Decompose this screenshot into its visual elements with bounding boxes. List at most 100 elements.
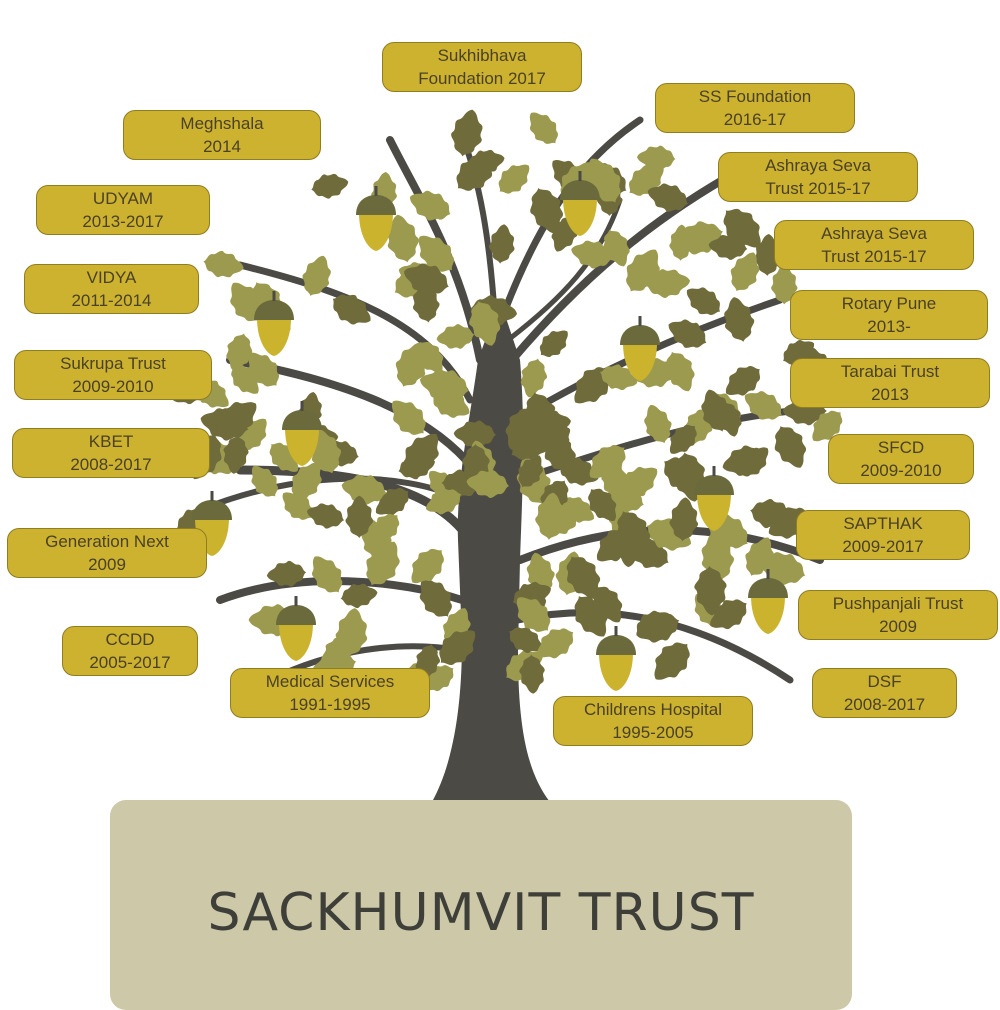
oak-leaf-icon <box>340 583 378 609</box>
oak-leaf-icon <box>710 599 747 630</box>
label-sfcd: SFCD 2009-2010 <box>828 434 974 484</box>
oak-leaf-icon <box>226 333 253 372</box>
label-dsf: DSF 2008-2017 <box>812 668 957 718</box>
oak-leaf-icon <box>370 513 400 544</box>
label-ss-foundation: SS Foundation 2016-17 <box>655 83 855 133</box>
oak-leaf-icon <box>669 424 697 454</box>
oak-leaves <box>169 109 843 706</box>
oak-leaf-icon <box>419 578 452 617</box>
oak-leaf-icon <box>600 364 638 391</box>
label-sapthak: SAPTHAK 2009-2017 <box>796 510 970 560</box>
oak-leaf-icon <box>307 503 345 529</box>
oak-leaf-icon <box>644 404 672 444</box>
oak-leaf-icon <box>453 420 497 449</box>
oak-leaf-icon <box>387 214 419 263</box>
oak-leaf-icon <box>668 319 707 348</box>
label-kbet: KBET 2008-2017 <box>12 428 210 478</box>
label-medical-services: Medical Services 1991-1995 <box>230 668 430 718</box>
oak-leaf-icon <box>469 301 501 346</box>
acorn-icon <box>694 466 734 531</box>
oak-leaf-icon <box>311 173 349 199</box>
label-generation-next: Generation Next 2009 <box>7 528 207 578</box>
oak-leaf-icon <box>701 389 731 432</box>
oak-leaf-icon <box>592 586 623 623</box>
acorn-icon <box>282 401 322 466</box>
oak-leaf-icon <box>737 447 769 477</box>
oak-leaf-icon <box>426 488 462 515</box>
oak-leaf-icon <box>771 264 798 305</box>
oak-leaf-icon <box>596 528 635 562</box>
oak-leaf-icon <box>637 145 676 171</box>
oak-leaf-icon <box>341 474 387 505</box>
oak-leaf-icon <box>686 287 721 316</box>
oak-leaf-icon <box>498 164 530 194</box>
label-sukrupa-trust: Sukrupa Trust 2009-2010 <box>14 350 212 400</box>
oak-leaf-icon <box>466 470 510 498</box>
oak-leaf-icon <box>248 352 279 387</box>
label-rotary-pune: Rotary Pune 2013- <box>790 290 988 340</box>
oak-leaf-icon <box>669 497 699 542</box>
oak-leaf-icon <box>467 149 505 175</box>
oak-leaf-icon <box>571 240 613 269</box>
oak-leaf-icon <box>251 465 278 497</box>
oak-leaf-icon <box>725 366 760 396</box>
label-udyam: UDYAM 2013-2017 <box>36 185 210 235</box>
oak-leaf-icon <box>539 330 568 357</box>
oak-leaf-icon <box>516 597 551 632</box>
acorn-icon <box>356 186 396 251</box>
oak-leaf-icon <box>636 610 670 638</box>
oak-leaf-icon <box>489 224 515 264</box>
oak-leaf-icon <box>708 234 748 260</box>
label-sukhibhava: Sukhibhava Foundation 2017 <box>382 42 582 92</box>
oak-leaf-icon <box>311 556 343 593</box>
oak-leaf-icon <box>223 435 249 474</box>
acorn-icon <box>596 626 636 691</box>
oak-leaf-icon <box>411 548 444 584</box>
oak-leaf-icon <box>645 269 691 298</box>
oak-leaf-icon <box>282 492 313 520</box>
oak-leaf-icon <box>519 654 545 694</box>
oak-leaf-icon <box>409 190 451 221</box>
oak-leaf-icon <box>647 183 689 212</box>
oak-leaf-icon <box>436 324 475 349</box>
label-tarabai-trust: Tarabai Trust 2013 <box>790 358 990 408</box>
oak-leaf-icon <box>403 433 439 475</box>
acorn-icon <box>254 291 294 356</box>
oak-leaf-icon <box>654 642 690 680</box>
oak-leaf-icon <box>537 628 574 659</box>
oak-leaf-icon <box>520 358 548 398</box>
oak-leaf-icon <box>302 255 331 297</box>
acorn-icon <box>748 569 788 634</box>
oak-leaf-icon <box>418 235 455 272</box>
oak-leaf-icon <box>724 297 755 342</box>
tree-branch <box>505 197 623 343</box>
oak-leaf-icon <box>332 294 371 325</box>
oak-leaf-icon <box>730 252 760 292</box>
oak-leaf-icon <box>511 427 553 460</box>
oak-leaf-icon <box>529 112 558 144</box>
oak-leaf-icon <box>203 250 244 278</box>
label-ashraya-seva-1: Ashraya Seva Trust 2015-17 <box>718 152 918 202</box>
oak-leaf-icon <box>395 342 429 387</box>
oak-leaf-icon <box>626 249 660 292</box>
label-ccdd: CCDD 2005-2017 <box>62 626 198 676</box>
oak-leaf-icon <box>665 351 695 392</box>
oak-leaf-icon <box>335 608 368 657</box>
oak-leaf-icon <box>694 565 727 616</box>
oak-leaf-icon <box>621 466 658 498</box>
label-pushpanjali-trust: Pushpanjali Trust 2009 <box>798 590 998 640</box>
label-childrens-hospital: Childrens Hospital 1995-2005 <box>553 696 753 746</box>
oak-leaf-icon <box>589 445 626 479</box>
oak-leaf-icon <box>812 410 843 442</box>
page-title: SACKHUMVIT TRUST <box>207 883 755 943</box>
oak-leaf-icon <box>451 109 483 157</box>
acorn-icon <box>620 316 660 381</box>
oak-leaf-icon <box>558 457 599 486</box>
oak-leaf-icon <box>391 400 426 435</box>
oak-leaf-icon <box>216 401 257 438</box>
oak-leaf-icon <box>588 488 617 521</box>
acorn-icon <box>560 171 600 236</box>
oak-leaf-icon <box>664 457 706 493</box>
oak-leaf-icon <box>439 630 476 665</box>
